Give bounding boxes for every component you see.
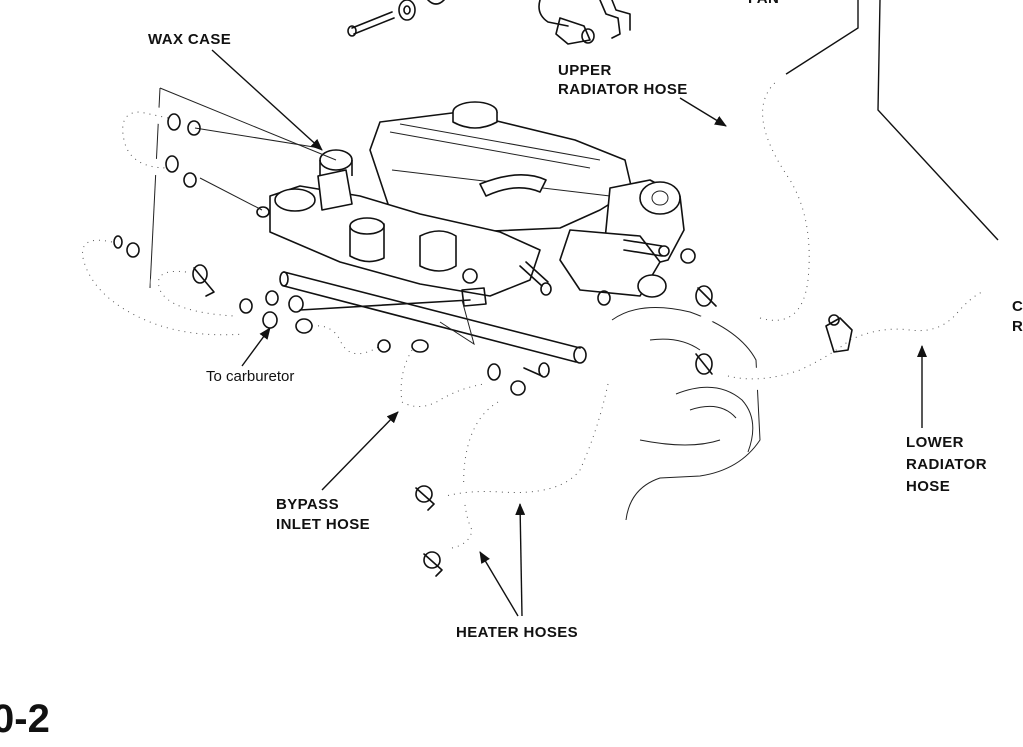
bypass-inlet-hose (392, 341, 493, 416)
upper-radiator-hose (750, 70, 820, 331)
top-bolt-and-washers (347, 0, 445, 37)
heater-hose-2 (438, 376, 616, 504)
label-lower-radiator-hose-line1: LOWER (906, 434, 964, 451)
heater-hose-arrow-right (515, 503, 526, 617)
upper-right-leader (779, 0, 859, 79)
label-upper-radiator-hose-line1: UPPER (558, 62, 612, 79)
engine-block (256, 101, 685, 307)
label-wax-case: WAX CASE (148, 31, 231, 48)
alignment-line-3 (194, 127, 321, 149)
small-connector-hose (681, 311, 717, 335)
hose-top-left-u (114, 104, 178, 176)
heater-hose-arrow-left (479, 551, 519, 617)
hose-left-long (73, 231, 253, 344)
page-number: 0-2 (0, 697, 50, 741)
transmission-housing (611, 307, 761, 521)
hose-left-short-u (150, 263, 242, 324)
alignment-line-1 (159, 87, 337, 161)
label-cut-right-line1: C (1012, 298, 1023, 315)
label-upper-radiator-hose-line2: RADIATOR HOSE (558, 81, 688, 98)
alignment-line-5 (439, 299, 475, 346)
cut-top-label: FAN (748, 0, 779, 7)
short-thermostat-hose (700, 262, 748, 306)
bypass-inlet-pipe (279, 271, 587, 364)
temperature-sensor-part (538, 0, 631, 45)
label-lower-radiator-hose-line3: HOSE (906, 478, 950, 495)
label-to-carburetor: To carburetor (206, 368, 294, 385)
alignment-line-4 (199, 177, 263, 211)
right-edge-leader (877, 0, 999, 241)
lower-radiator-hose (717, 281, 993, 390)
label-heater-hoses: HEATER HOSES (456, 624, 578, 641)
heater-hose-1 (444, 394, 506, 556)
label-cut-right-line2: R (1012, 318, 1023, 335)
label-bypass-inlet-hose-line2: INLET HOSE (276, 516, 370, 533)
upper-radiator-hose-arrow (679, 97, 727, 127)
hose-clamps (113, 113, 853, 577)
bypass-inlet-hose-arrow (321, 411, 399, 491)
label-lower-radiator-hose-line2: RADIATOR (906, 456, 987, 473)
to-carburetor-arrow (241, 327, 271, 367)
hose-to-carburetor (305, 318, 387, 361)
label-bypass-inlet-hose-line1: BYPASS (276, 496, 339, 513)
wax-case-arrow (211, 49, 323, 151)
